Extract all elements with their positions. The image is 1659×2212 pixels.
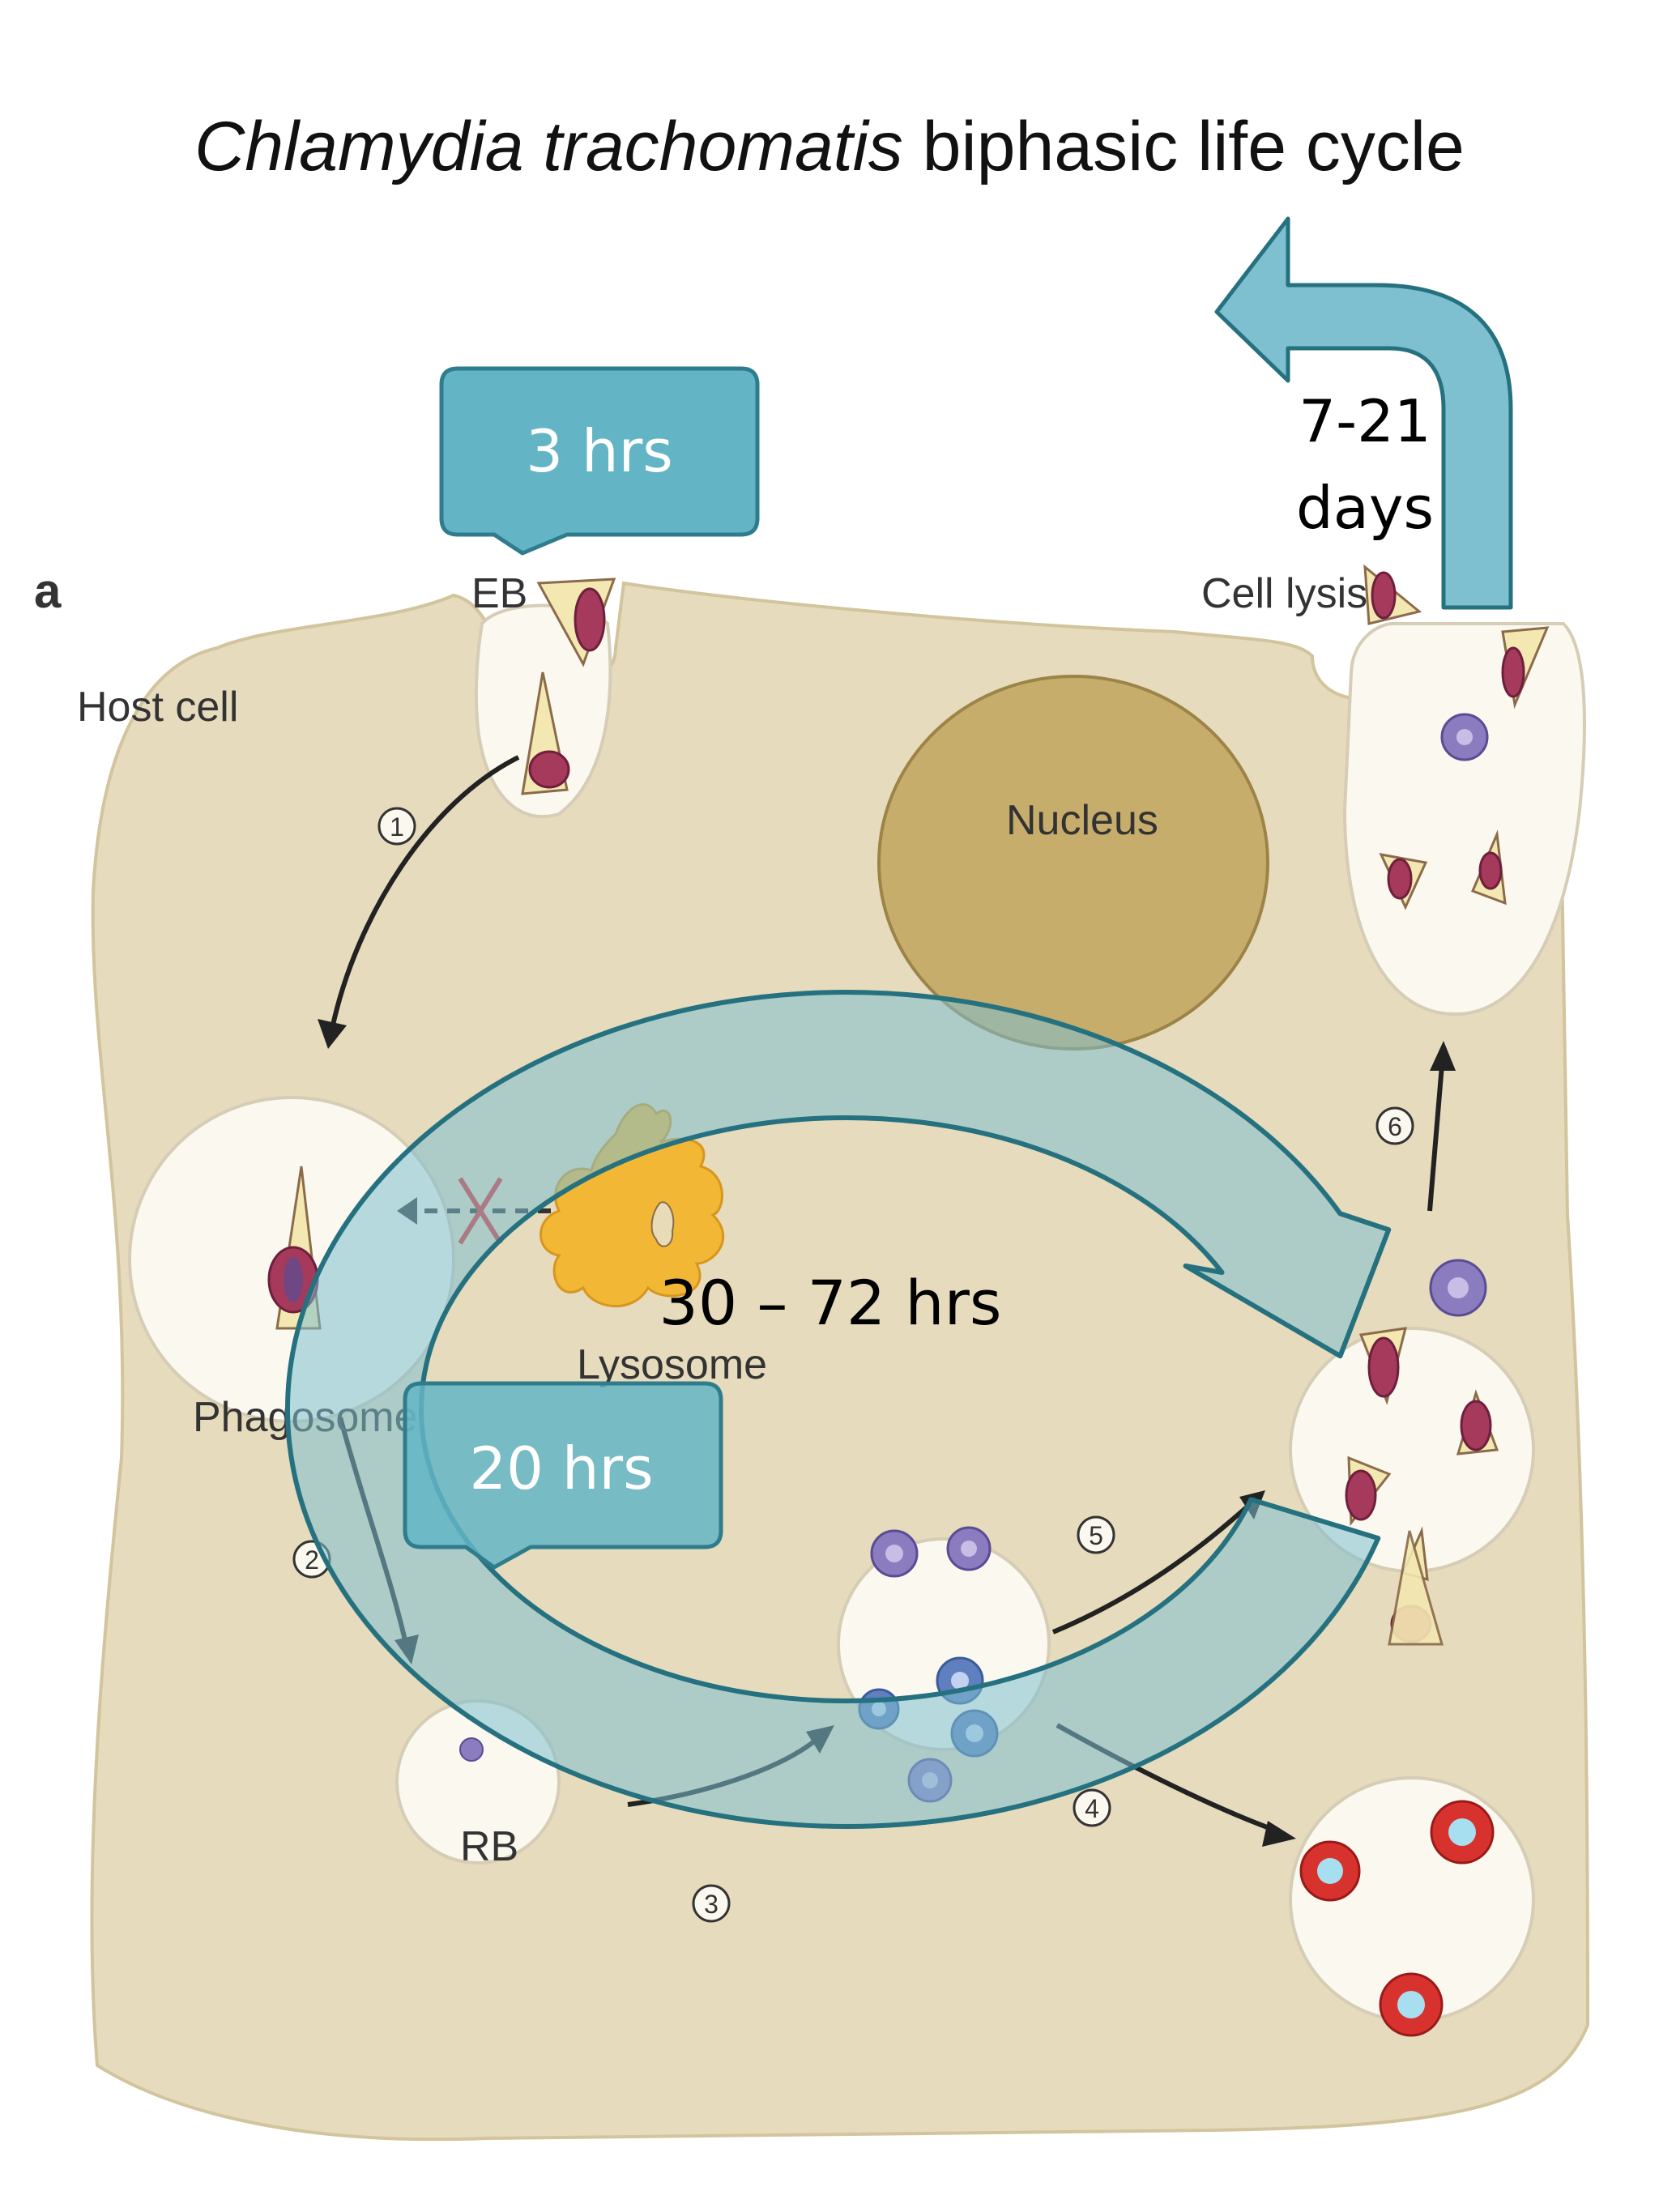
panel-label: a: [34, 564, 62, 618]
svg-text:2: 2: [305, 1545, 319, 1575]
svg-text:6: 6: [1388, 1112, 1402, 1141]
release-arrow: [1214, 216, 1513, 610]
svg-text:1: 1: [390, 812, 404, 842]
step-markers: 1 2 3 4 5 6: [292, 807, 1414, 1923]
title-regular: biphasic life cycle: [903, 108, 1465, 185]
svg-text:3: 3: [704, 1890, 719, 1919]
arrow-step-6: [1427, 1064, 1444, 1212]
eb-entering: [521, 671, 570, 795]
lysis-vacuole: [1342, 622, 1586, 1016]
step-1: 1: [377, 807, 416, 846]
lysis-vacuole-bodies: [1379, 626, 1550, 910]
svg-text:5: 5: [1089, 1521, 1103, 1550]
label-eb: EB: [471, 570, 527, 617]
lysis-duration-line2: days: [1296, 474, 1434, 542]
eb-cell-lysis: [1363, 564, 1422, 625]
label-cell-lysis: Cell lysis: [1201, 570, 1367, 617]
label-rb: RB: [460, 1823, 518, 1870]
step-4: 4: [1073, 1788, 1111, 1827]
svg-text:4: 4: [1085, 1794, 1099, 1823]
cycle-duration: 30 – 72 hrs: [659, 1267, 1002, 1339]
nucleus: [877, 675, 1269, 1051]
cycle-arrow: [285, 990, 1392, 1829]
arrow-step-5: [1051, 1504, 1249, 1634]
label-host-cell: Host cell: [77, 684, 238, 731]
title-italic: Chlamydia trachomatis: [194, 108, 903, 185]
callout-20hrs: 20 hrs: [403, 1381, 723, 1570]
callout-3hrs-text: 3 hrs: [526, 417, 672, 485]
step-6: 6: [1375, 1106, 1414, 1145]
step-5: 5: [1077, 1515, 1115, 1554]
lysosome-inclusion: [650, 1201, 675, 1247]
eb-surface: [536, 578, 616, 667]
lysis-duration-line1: 7-21: [1299, 387, 1431, 455]
slide-title: Chlamydia trachomatis biphasic life cycl…: [194, 108, 1465, 185]
callout-20hrs-text: 20 hrs: [469, 1434, 653, 1502]
label-lysosome: Lysosome: [577, 1341, 767, 1388]
label-nucleus: Nucleus: [1006, 797, 1158, 844]
arrow-step-1: [330, 755, 520, 1029]
callout-3hrs: 3 hrs: [439, 366, 760, 556]
persistent-bodies: [1299, 1800, 1495, 2037]
maturation-bodies: [1345, 1259, 1499, 1646]
step-3: 3: [692, 1884, 731, 1923]
rb-body: [459, 1737, 484, 1762]
